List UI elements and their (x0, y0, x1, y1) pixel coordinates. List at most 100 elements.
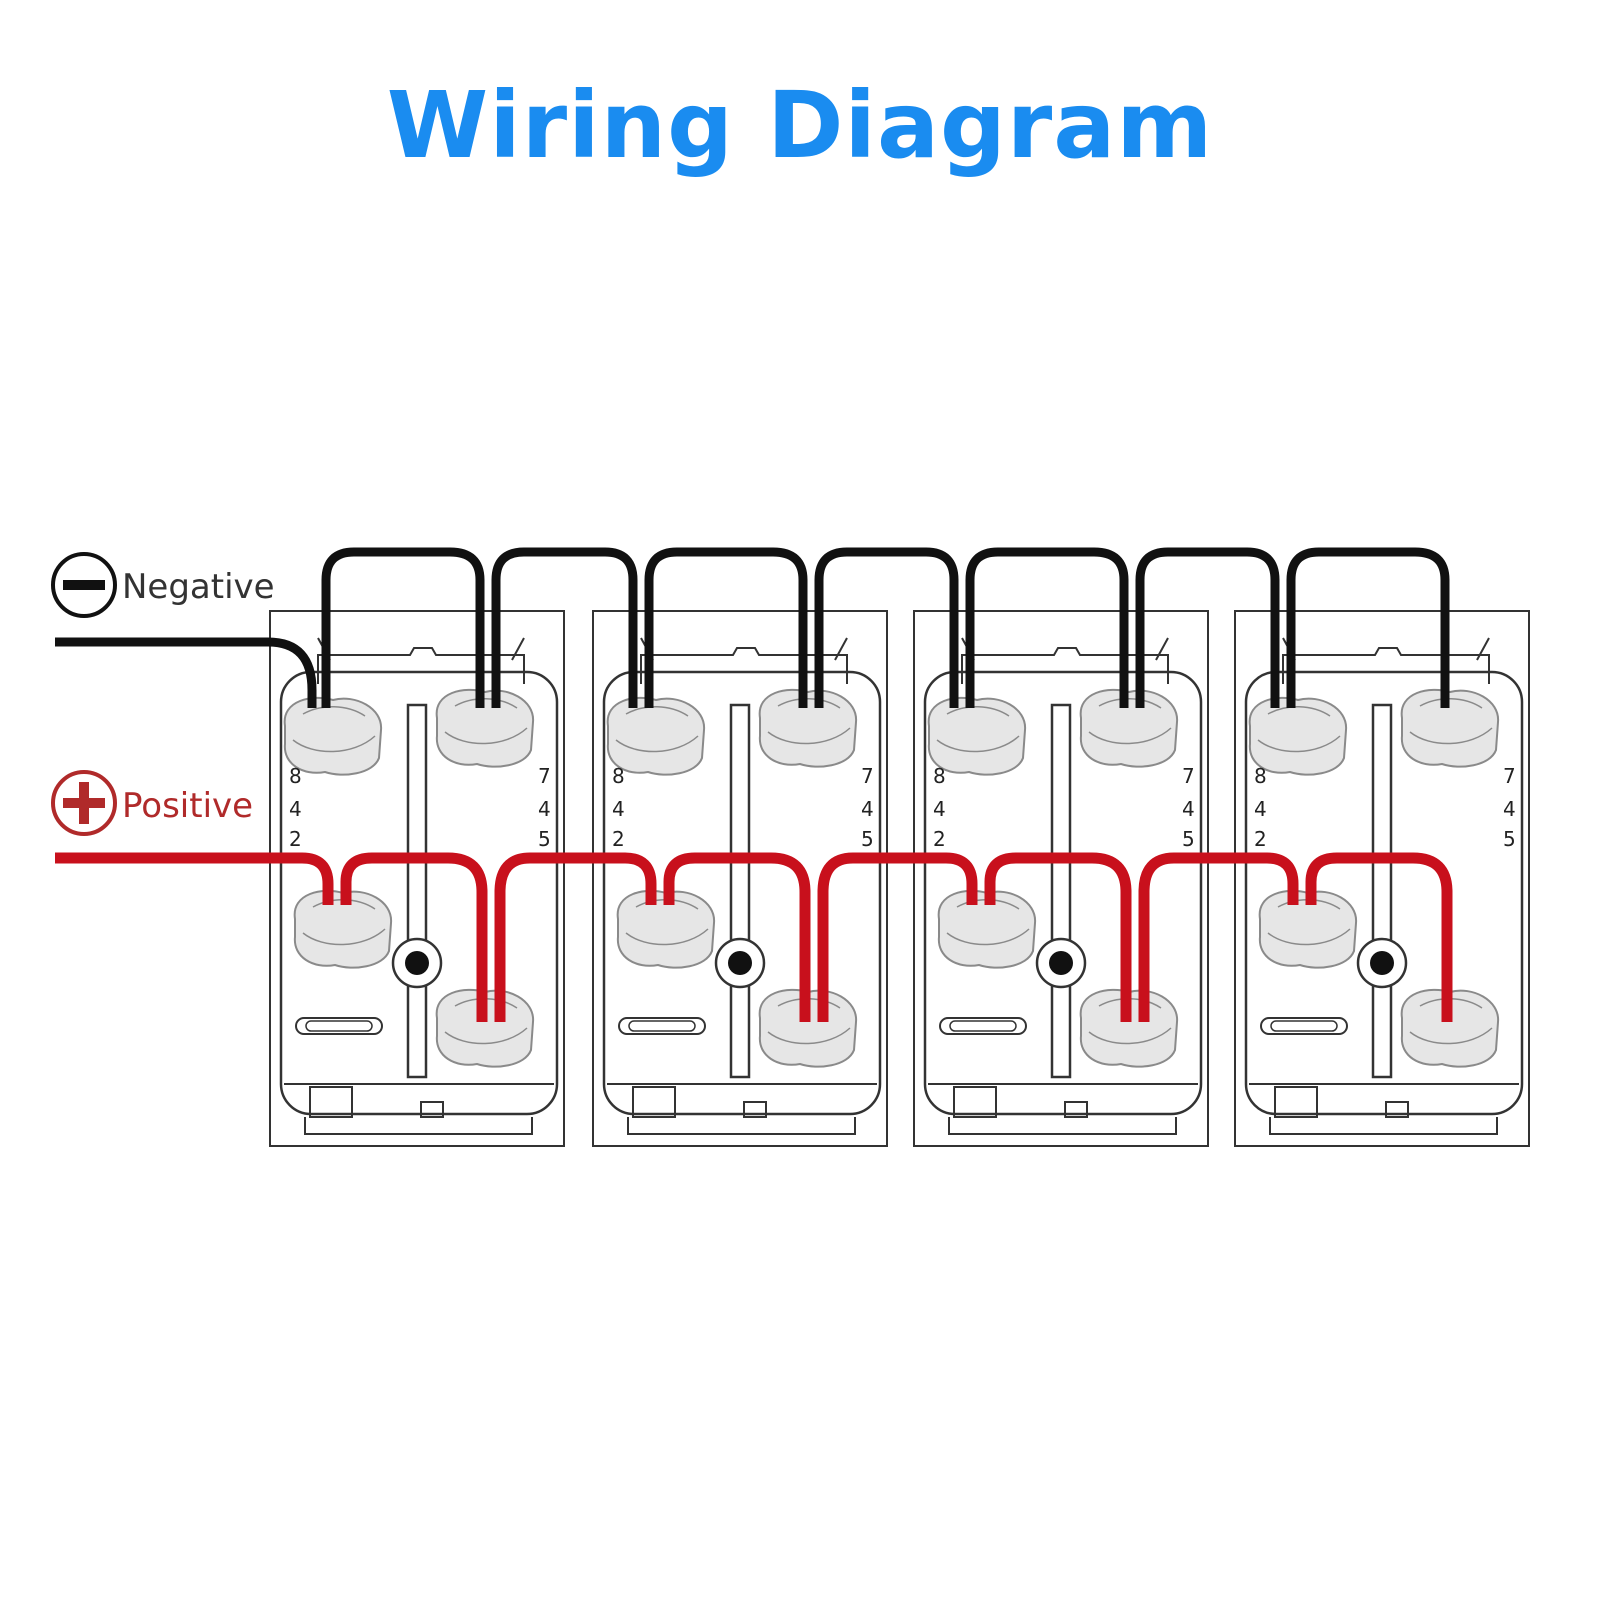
terminal-body (758, 688, 858, 768)
negative-feed-wire (55, 637, 317, 708)
terminal (1079, 688, 1179, 768)
minus-bar (63, 580, 105, 590)
terminal (606, 696, 706, 776)
pin-label-right: 7 (1503, 764, 1516, 788)
pin-label-left: 8 (933, 764, 946, 788)
pin-label-right: 5 (1182, 827, 1195, 851)
positive-wire-jumper (340, 852, 488, 1022)
oval-slot-inner (628, 1020, 696, 1032)
terminal-edge (625, 928, 709, 946)
pin-label-right: 7 (861, 764, 874, 788)
negative-wire-link (491, 547, 638, 708)
pivot-dot (1370, 951, 1394, 975)
switch-frame (913, 610, 1209, 1147)
terminal-edge (767, 727, 851, 745)
negative-wire-loop (1286, 547, 1450, 708)
oval-slot-inner (1270, 1020, 1338, 1032)
switch-frame (592, 610, 888, 1147)
terminal (1400, 988, 1500, 1068)
terminal-edge (454, 698, 518, 709)
negative-wire-link (1135, 547, 1280, 708)
bottom-notch (1385, 1101, 1409, 1118)
pin-label-left: 8 (289, 764, 302, 788)
pin-label-left: 8 (612, 764, 625, 788)
positive-wire-layer (55, 852, 1453, 1022)
positive-feed-wire (55, 852, 334, 905)
bottom-notch (420, 1101, 444, 1118)
terminal-edge (1098, 698, 1162, 709)
terminal-body (1400, 988, 1500, 1068)
plus-icon (51, 770, 117, 836)
pin-label-left: 4 (1254, 797, 1267, 821)
center-slot (406, 703, 428, 1079)
positive-wire-jumper (1305, 852, 1453, 1022)
pivot-dot (1049, 951, 1073, 975)
positive-label: Positive (122, 786, 253, 826)
terminal-edge (615, 735, 699, 753)
switch-top-cap (317, 647, 525, 684)
negative-wire-loop (965, 547, 1129, 708)
terminal-body (1400, 688, 1500, 768)
negative-legend: Negative (51, 552, 275, 618)
terminal (1248, 696, 1348, 776)
terminal-edge (767, 1027, 851, 1045)
terminal-edge (444, 727, 528, 745)
oval-slot (618, 1017, 706, 1035)
terminal (293, 889, 393, 969)
bottom-square (632, 1086, 676, 1118)
switch-body (923, 670, 1203, 1116)
terminal-body (1248, 696, 1348, 776)
terminal-edge (946, 928, 1030, 946)
plus-bar-v (79, 782, 89, 824)
minus-icon (51, 552, 117, 618)
terminal-body (435, 688, 535, 768)
oval-slot-inner (305, 1020, 373, 1032)
pin-label-left: 2 (1254, 827, 1267, 851)
pin-label-right: 4 (1182, 797, 1195, 821)
bottom-rail (1269, 1117, 1498, 1135)
pivot-dot (728, 951, 752, 975)
terminal-edge (777, 698, 841, 709)
bottom-rail (304, 1117, 533, 1135)
terminal-edge (302, 928, 386, 946)
pin-label-right: 4 (1503, 797, 1516, 821)
pin-label-left: 2 (612, 827, 625, 851)
switch-top-cap (1282, 647, 1490, 684)
pin-label-right: 5 (1503, 827, 1516, 851)
terminal-body (1079, 988, 1179, 1068)
oval-slot (295, 1017, 383, 1035)
pin-label-right: 7 (538, 764, 551, 788)
switch-top-cap (961, 647, 1169, 684)
bottom-rail (627, 1117, 856, 1135)
terminal (758, 688, 858, 768)
bottom-notch (743, 1101, 767, 1118)
pin-label-left: 2 (289, 827, 302, 851)
negative-wire-loop (644, 547, 808, 708)
terminal (1400, 688, 1500, 768)
terminal-edge (936, 735, 1020, 753)
terminal-edge (946, 706, 1010, 717)
pin-label-right: 4 (861, 797, 874, 821)
switch-frame (1234, 610, 1530, 1147)
switch-top-cap (640, 647, 848, 684)
center-slot (1050, 703, 1072, 1079)
terminal (435, 688, 535, 768)
center-slot (1371, 703, 1393, 1079)
oval-slot (939, 1017, 1027, 1035)
oval-slot (1260, 1017, 1348, 1035)
negative-wire-layer (55, 547, 1450, 708)
pin-label-left: 4 (289, 797, 302, 821)
terminal-edge (1267, 928, 1351, 946)
terminal-edge (1419, 698, 1483, 709)
pivot-dot (405, 951, 429, 975)
terminal-body (435, 988, 535, 1068)
positive-wire-link (494, 852, 657, 1022)
terminal-edge (1409, 727, 1493, 745)
negative-wire-loop (321, 547, 485, 708)
terminal (758, 988, 858, 1068)
